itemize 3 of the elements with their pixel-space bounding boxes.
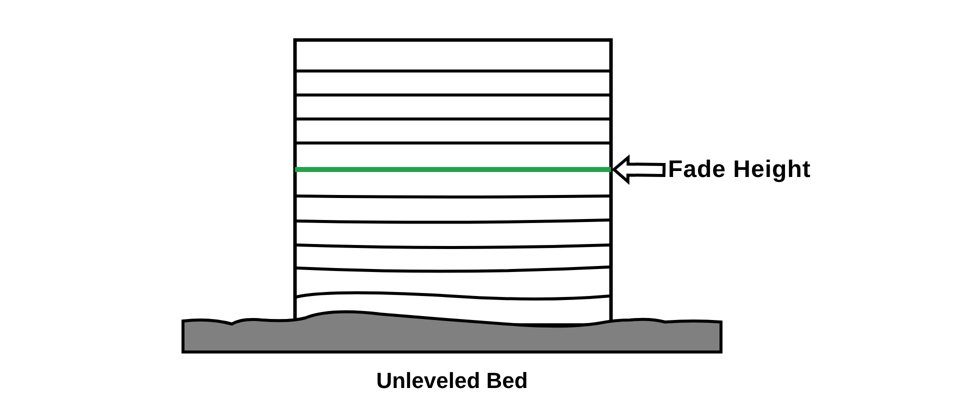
bed-caption: Unleveled Bed — [376, 368, 528, 394]
outline-arrow — [612, 154, 666, 185]
callout-text: Fade Height — [668, 155, 811, 185]
